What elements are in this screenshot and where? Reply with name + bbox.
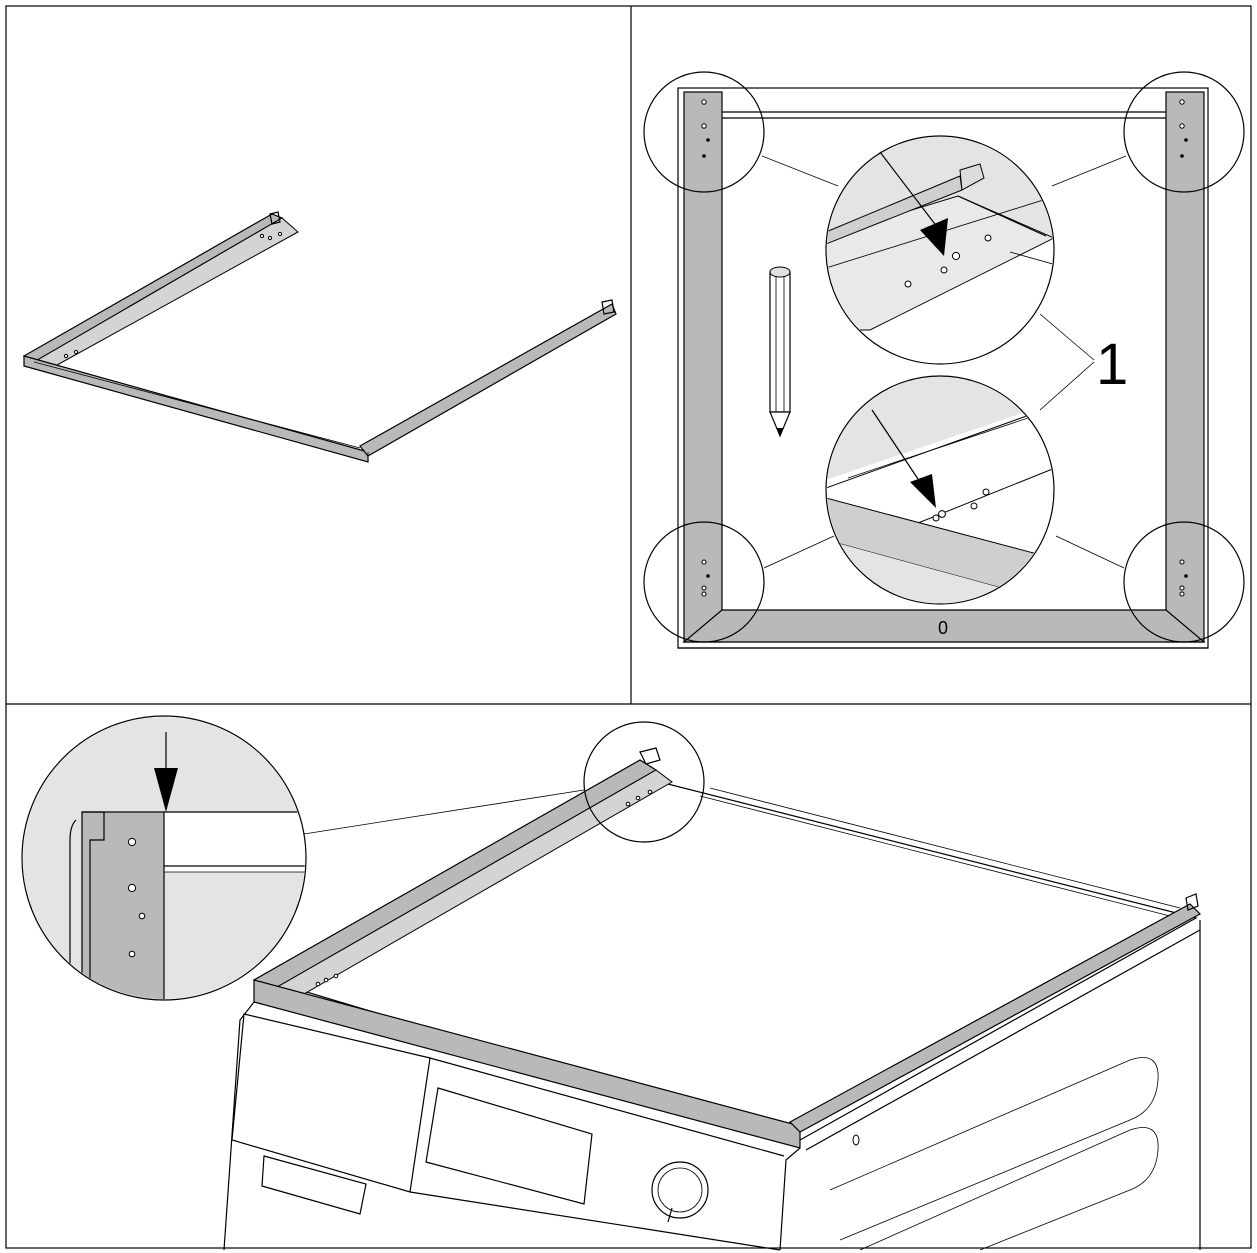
bottom-mark: 0	[938, 618, 948, 638]
frame-right-bar	[1166, 92, 1204, 642]
panel-3-frame-on-appliance	[22, 716, 1200, 1250]
panel-2-marking-positions: 0	[644, 72, 1244, 648]
frame-left-arm	[24, 214, 282, 362]
magnifier-corner-detail	[22, 716, 314, 1002]
display-window	[426, 1088, 592, 1204]
program-knob	[652, 1162, 708, 1218]
frame-front-rail	[24, 356, 368, 462]
frame-left-bar	[684, 92, 722, 642]
appliance-top	[300, 782, 1196, 1140]
panel-1-frame-overview	[24, 212, 616, 462]
pencil-icon	[770, 267, 790, 436]
frame-left-arm-flange	[34, 218, 298, 370]
magnifier-bottom	[826, 376, 1060, 606]
frame-right-arm	[360, 304, 616, 456]
magnifier-top	[826, 136, 1060, 364]
callout-label-1: 1	[1096, 332, 1128, 397]
